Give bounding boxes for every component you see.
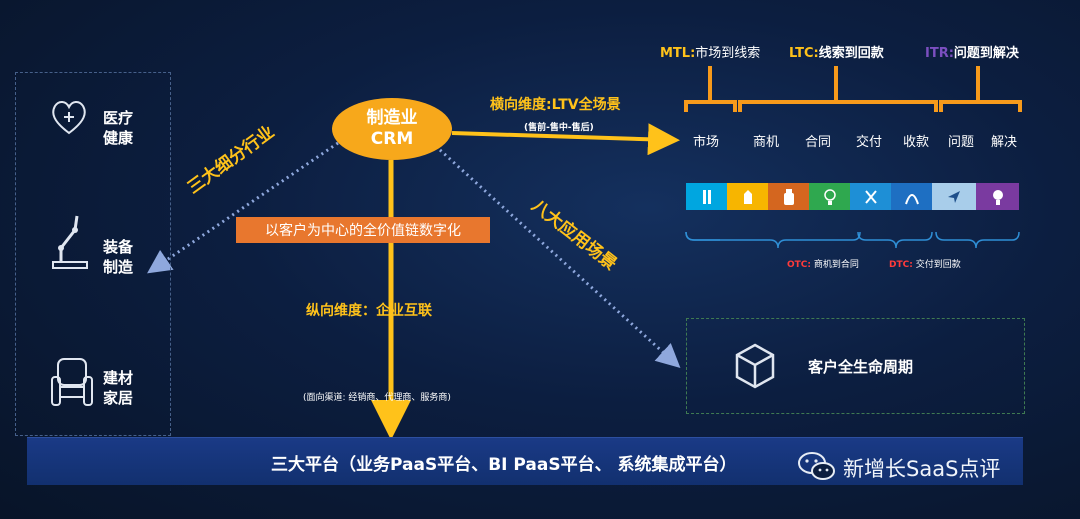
category-mtl: MTL:市场到线索 — [660, 46, 761, 61]
tube-icon — [686, 183, 727, 210]
horizontal-arrow — [451, 123, 680, 156]
industry-label-equipment: 装备制造 — [103, 238, 134, 276]
industry-label-building: 建材家居 — [103, 369, 134, 407]
cube-icon — [733, 342, 777, 390]
ltc-bracket — [738, 66, 938, 112]
mtl-bracket — [684, 66, 737, 112]
hub-line1: 制造业 — [366, 108, 418, 128]
stage-delivery: 交付 — [856, 135, 883, 150]
stage-issue: 问题 — [948, 135, 975, 150]
watermark-text: 新增长SaaS点评 — [843, 457, 1001, 481]
stage-resolve: 解决 — [991, 135, 1018, 150]
lifecycle-box — [686, 318, 1025, 414]
industry-label-medical: 医疗健康 — [103, 109, 134, 147]
itr-bracket — [939, 66, 1022, 112]
lightbulb-icon — [976, 183, 1019, 210]
sub-label-otc: OTC: 商机到合同 — [787, 260, 859, 270]
mtl-brace — [685, 231, 720, 241]
armchair-icon — [50, 355, 94, 406]
bulb-check-icon — [809, 183, 850, 210]
left-dotted-arrow — [147, 141, 339, 274]
lifecycle-label: 客户全生命周期 — [808, 358, 914, 376]
heart-health-icon — [47, 95, 91, 139]
platform-label: 三大平台（业务PaaS平台、BI PaaS平台、 系统集成平台） — [271, 455, 737, 475]
category-itr: ITR:问题到解决 — [925, 46, 1019, 61]
send-icon — [932, 183, 976, 210]
itr-brace — [935, 231, 1020, 249]
hand-icon — [727, 183, 768, 210]
bottle-icon — [768, 183, 809, 210]
stage-contract: 合同 — [805, 135, 832, 150]
tools-icon — [850, 183, 891, 210]
wechat-icon — [797, 450, 837, 484]
stage-market: 市场 — [693, 135, 720, 150]
sub-label-dtc: DTC: 交付到回款 — [889, 260, 961, 270]
category-ltc: LTC:线索到回款 — [789, 46, 884, 61]
vertical-subtitle: (面向渠道: 经销商、代理商、服务商) — [303, 393, 451, 403]
right-dotted-arrow — [438, 148, 681, 369]
hub-line2: CRM — [370, 129, 414, 149]
stage-opportunity: 商机 — [753, 135, 780, 150]
dtc-brace — [857, 231, 933, 249]
industry-panel — [15, 72, 171, 436]
robot-arm-icon — [47, 208, 91, 269]
crm-hub: 制造业 CRM — [332, 98, 452, 160]
platform-bar — [27, 437, 1023, 485]
vertical-title: 纵向维度：企业互联 — [306, 303, 432, 319]
horizontal-title: 横向维度:LTV全场景 — [490, 97, 621, 113]
horizontal-subtitle: (售前-售中-售后) — [524, 123, 594, 133]
arch-icon — [891, 183, 932, 210]
stage-payment: 收款 — [903, 135, 930, 150]
center-box: 以客户为中心的全价值链数字化 — [236, 217, 490, 243]
